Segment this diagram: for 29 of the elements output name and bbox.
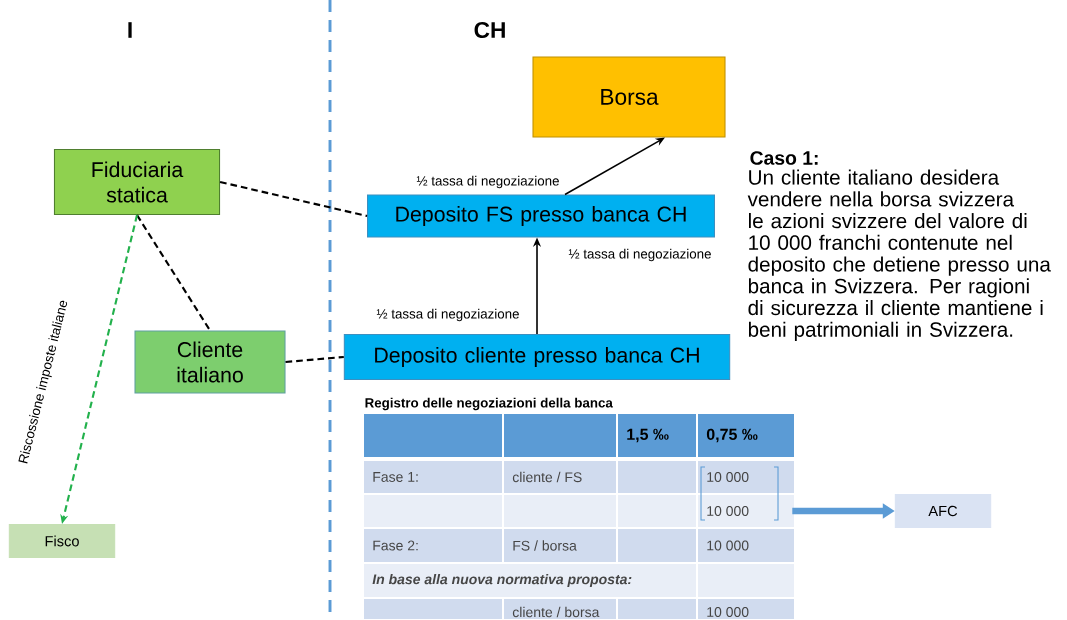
table-cell: 1,5 ‰ xyxy=(618,414,696,457)
process-box: Fisco xyxy=(8,523,116,559)
table-cell: 10 000 xyxy=(698,529,794,562)
table-title: Registro delle negoziazioni della banca xyxy=(365,397,613,411)
table-cell: 10 000 xyxy=(698,495,794,527)
edge-label: ½ tassa di negoziazione xyxy=(416,175,559,189)
case-heading: Caso 1: xyxy=(750,151,818,165)
fee-note: ½ tassa di negoziazione xyxy=(376,308,519,322)
table-cell: 10 000 xyxy=(698,461,794,493)
process-box: Deposito cliente presso banca CH xyxy=(343,333,731,381)
table-cell: cliente / FS xyxy=(504,461,616,493)
column-heading: I xyxy=(128,22,132,38)
bracket xyxy=(700,466,779,521)
arrow xyxy=(564,137,665,196)
process-box: Deposito FS presso banca CH xyxy=(367,194,715,238)
table-cell: Fase 2: xyxy=(364,529,502,562)
case-description: Un cliente italiano desidera vendere nella borsa svizzera le azioni svizzere del valore di 10 000 franchi contenute nel deposito che detiene presso una banca in Svizzera. Per ragioni di sicurezza il cliente mantiene i beni patrimoniali in Svizzera. xyxy=(747,169,1051,341)
process-box: Borsa xyxy=(532,56,726,138)
edge-label: ½ tassa di negoziazione xyxy=(568,248,711,262)
table-cell: 10 000 xyxy=(698,599,794,619)
process-box: Fiduciaria statica xyxy=(53,148,221,216)
table-cell: FS / borsa xyxy=(504,529,616,562)
table-cell: Fase 1: xyxy=(364,461,502,493)
process-box: Cliente italiano xyxy=(134,330,286,394)
process-box: AFC xyxy=(894,493,992,529)
table-cell: cliente / borsa xyxy=(504,599,616,619)
table-cell: 0,75 ‰ xyxy=(698,414,794,457)
table-cell: In base alla nuova normativa proposta: xyxy=(364,564,696,597)
column-heading: CH xyxy=(474,21,505,39)
